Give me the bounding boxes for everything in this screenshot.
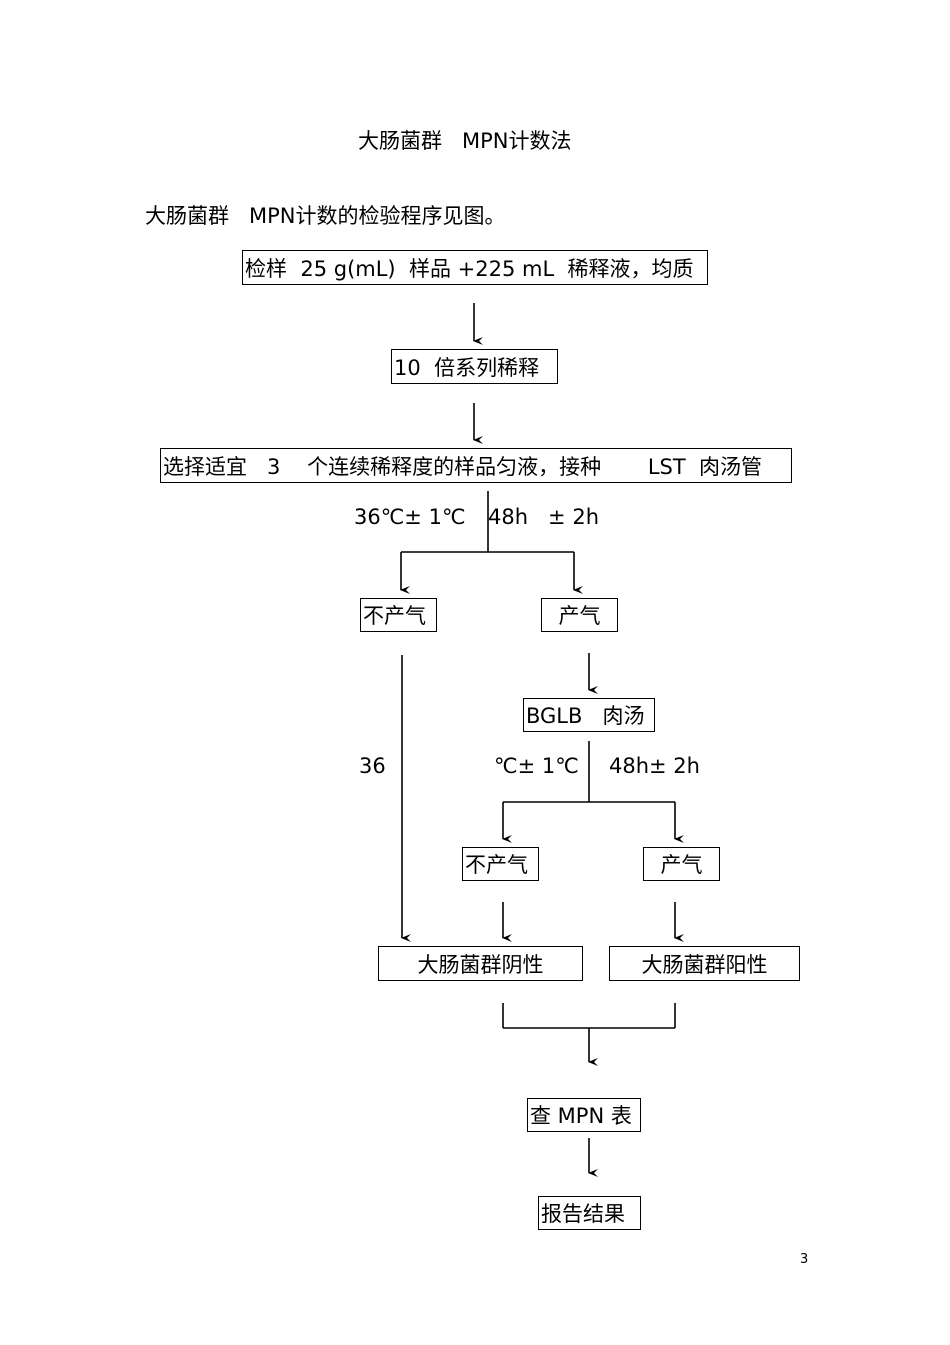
bglb-box: BGLB 肉汤 xyxy=(523,698,655,732)
dilution-box: 10 倍系列稀释 xyxy=(391,349,558,384)
positive-box: 大肠菌群阳性 xyxy=(609,946,800,981)
negative-text: 大肠菌群阴性 xyxy=(417,952,544,977)
intro-text: 大肠菌群 MPN计数的检验程序见图。 xyxy=(145,204,506,228)
incubation-temp-2-prefix: 36 xyxy=(359,754,386,778)
incubation-time-1: 48h ± 2h xyxy=(488,505,599,529)
no-gas-box-2: 不产气 xyxy=(462,847,539,881)
incubation-temp-1: 36℃± 1℃ xyxy=(354,505,466,529)
report-text: 报告结果 xyxy=(541,1202,625,1226)
incubation-temp-2: ℃± 1℃ xyxy=(494,754,579,778)
gas-text-1: 产气 xyxy=(558,604,601,628)
report-box: 报告结果 xyxy=(538,1196,641,1230)
incubation-time-2: 48h± 2h xyxy=(609,754,700,778)
page-title: 大肠菌群 MPN计数法 xyxy=(358,129,572,153)
dilution-text: 10 倍系列稀释 xyxy=(394,355,540,380)
gas-box-1: 产气 xyxy=(541,598,618,632)
mpn-table-text: 查 MPN 表 xyxy=(530,1104,632,1128)
mpn-table-box: 查 MPN 表 xyxy=(527,1098,641,1132)
no-gas-box-1: 不产气 xyxy=(360,598,437,632)
no-gas-text-2: 不产气 xyxy=(465,853,528,877)
no-gas-text-1: 不产气 xyxy=(363,604,426,628)
gas-text-2: 产气 xyxy=(660,853,703,877)
inoculate-box: 选择适宜 3 个连续稀释度的样品匀液，接种 LST 肉汤管 xyxy=(160,448,792,483)
inoculate-text: 选择适宜 3 个连续稀释度的样品匀液，接种 LST 肉汤管 xyxy=(163,454,763,479)
sample-text: 检样 25 g(mL) 样品 +225 mL 稀释液，均质 xyxy=(245,256,694,281)
bglb-text: BGLB 肉汤 xyxy=(526,704,645,728)
negative-box: 大肠菌群阴性 xyxy=(378,946,583,981)
positive-text: 大肠菌群阳性 xyxy=(641,952,768,977)
page-number: 3 xyxy=(800,1252,809,1267)
gas-box-2: 产气 xyxy=(643,847,720,881)
sample-box: 检样 25 g(mL) 样品 +225 mL 稀释液，均质 xyxy=(242,250,708,285)
